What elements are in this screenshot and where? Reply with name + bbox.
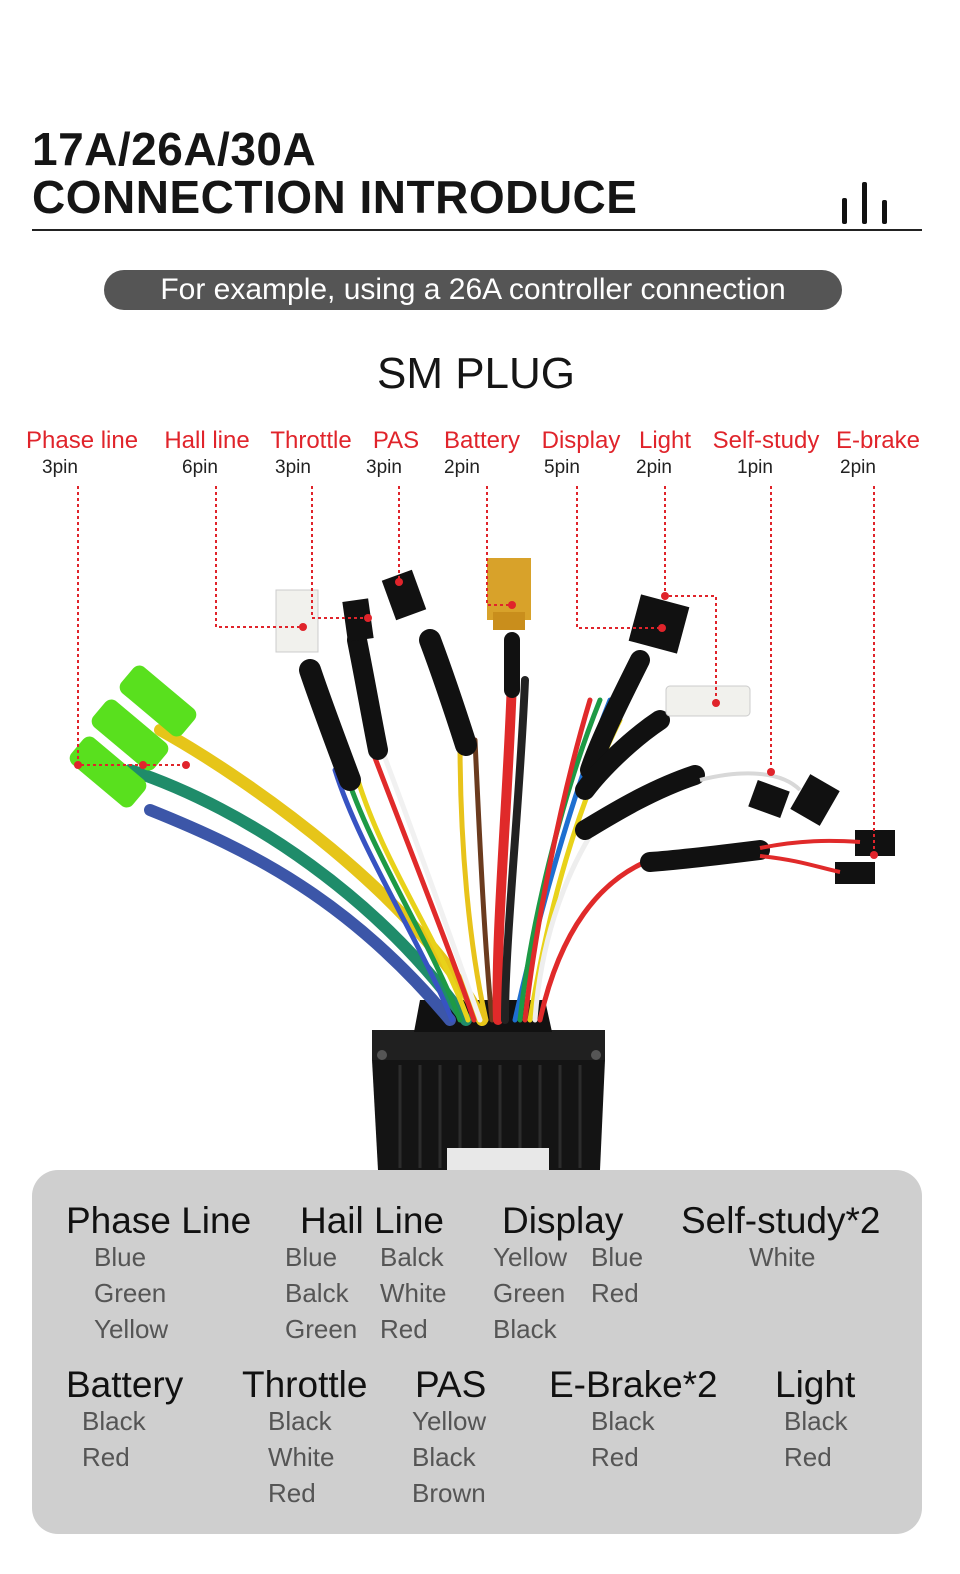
legend-title: Hail Line <box>300 1200 444 1241</box>
legend-color: Red <box>591 1278 639 1308</box>
legend-color: Black <box>268 1406 332 1436</box>
connector-label-battery: Battery 2pin <box>440 426 524 480</box>
header-divider <box>32 229 922 231</box>
connector-name: Throttle <box>270 427 352 454</box>
legend-color: Blue <box>94 1242 147 1272</box>
legend-title: Battery <box>66 1364 184 1405</box>
legend-color: Red <box>591 1442 639 1472</box>
connector-name: Battery <box>443 427 521 454</box>
legend-title: Throttle <box>242 1364 368 1405</box>
leader-dots <box>74 578 878 859</box>
legend-color: Black <box>493 1314 557 1344</box>
phase-terminals <box>69 665 197 808</box>
connector-name: E-brake <box>835 427 921 454</box>
legend-color: Red <box>784 1442 832 1472</box>
connector-label-selfstudy: Self-study 1pin <box>707 426 825 480</box>
legend-color: Red <box>82 1442 130 1472</box>
legend-title: E-Brake*2 <box>549 1364 718 1405</box>
legend-title: Self-study*2 <box>681 1200 881 1241</box>
connector-label-ebrake: E-brake 2pin <box>832 426 924 480</box>
connector-name: Self-study <box>712 427 820 454</box>
connector-pins: 3pin <box>366 457 402 478</box>
connector-pins: 5pin <box>544 457 580 478</box>
legend-color: Yellow <box>412 1406 487 1436</box>
legend-title: Display <box>502 1200 624 1241</box>
connector-pins: 3pin <box>42 457 78 478</box>
legend-color: Red <box>268 1478 316 1508</box>
controller-box <box>372 1000 605 1170</box>
connector-label-phase: Phase line 3pin <box>26 426 146 480</box>
connector-name: Display <box>541 427 621 454</box>
connector-label-throttle: Throttle 3pin <box>265 426 357 480</box>
legend-color: White <box>380 1278 447 1308</box>
legend-color: Black <box>784 1406 848 1436</box>
connector-pins: 3pin <box>275 457 311 478</box>
connector-name: Hall line <box>164 427 250 454</box>
legend-color: Yellow <box>493 1242 568 1272</box>
connector-pins: 2pin <box>840 457 876 478</box>
connector-label-light: Light 2pin <box>636 426 694 480</box>
legend-color: Red <box>380 1314 428 1344</box>
legend-color: White <box>749 1242 816 1272</box>
connector-label-display: Display 5pin <box>540 426 622 480</box>
legend-title: Phase Line <box>66 1200 252 1241</box>
connector-pins: 2pin <box>444 457 480 478</box>
legend-color: Green <box>285 1314 358 1344</box>
legend-color: Green <box>94 1278 167 1308</box>
connector-pins: 1pin <box>737 457 773 478</box>
legend-color: Balck <box>380 1242 444 1272</box>
legend-color: Balck <box>285 1278 349 1308</box>
legend-color: White <box>268 1442 335 1472</box>
connector-label-pas: PAS 3pin <box>366 426 426 480</box>
connector-plugs <box>275 558 895 884</box>
connector-pins: 6pin <box>182 457 218 478</box>
title-line-2: CONNECTION INTRODUCE <box>32 171 638 223</box>
legend-color: Green <box>493 1278 566 1308</box>
connector-name: PAS <box>372 427 420 454</box>
legend-color: Blue <box>285 1242 338 1272</box>
connector-label-hall: Hall line 6pin <box>160 426 254 480</box>
wire-sleeves <box>299 629 770 872</box>
legend-title: PAS <box>415 1364 487 1405</box>
plug-title: SM PLUG <box>376 349 576 398</box>
example-banner: For example, using a 26A controller conn… <box>104 270 842 310</box>
connector-name: Phase line <box>26 427 139 454</box>
connector-name: Light <box>638 427 692 454</box>
legend-color: Black <box>591 1406 655 1436</box>
legend-color: Brown <box>412 1478 486 1508</box>
wire-color-legend: Phase Line Blue Green Yellow Hail Line B… <box>32 1170 922 1534</box>
bars-icon <box>838 180 892 224</box>
legend-color: Black <box>82 1406 146 1436</box>
leader-lines <box>77 486 875 855</box>
legend-color: Blue <box>591 1242 644 1272</box>
title-line-1: 17A/26A/30A <box>32 123 317 175</box>
legend-title: Light <box>775 1364 856 1405</box>
legend-color: Black <box>412 1442 476 1472</box>
connector-pins: 2pin <box>636 457 672 478</box>
legend-color: Yellow <box>94 1314 169 1344</box>
